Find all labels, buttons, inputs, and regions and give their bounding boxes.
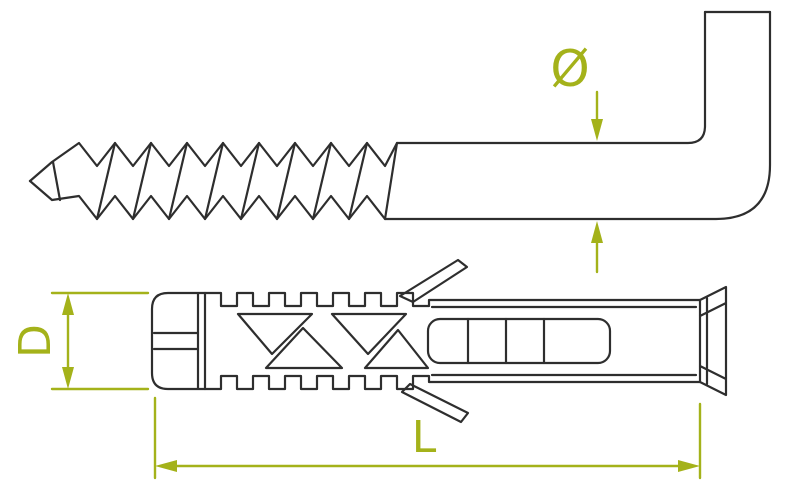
screw-thread-top-outline <box>28 10 707 183</box>
plug-diameter-arrow-up <box>62 293 74 315</box>
plug-ribbed-bottom-edge <box>203 374 702 391</box>
plug-left-collar <box>150 291 207 391</box>
length-label-group: L <box>412 412 437 463</box>
plug-screw-channel <box>426 317 612 365</box>
plug-bottom-fin <box>400 382 470 424</box>
plug-collar-hole-lines <box>152 331 200 351</box>
plug-channel-ribs <box>466 317 546 365</box>
plug-ribbed-top-edge <box>203 291 702 308</box>
plug-diameter-arrow-down <box>62 367 74 389</box>
screw-hook-drawing <box>28 10 772 221</box>
plug-diameter-label-group: D <box>10 324 61 358</box>
length-arrow-right <box>678 460 700 472</box>
wall-plug-drawing <box>150 258 728 424</box>
plug-right-flange <box>698 285 728 397</box>
length-label: L <box>412 412 437 463</box>
plug-diameter-label: D <box>10 324 61 358</box>
length-arrow-left <box>155 460 177 472</box>
diameter-symbol-group: Ø <box>550 40 589 98</box>
diameter-arrow-up <box>591 221 603 243</box>
plug-expansion-cutouts <box>236 312 430 370</box>
plug-sleeve-inner-walls <box>430 305 698 377</box>
length-dimension <box>153 396 702 480</box>
plug-top-fin <box>398 258 469 304</box>
thread-flank-lines <box>51 141 399 221</box>
diameter-arrow-down <box>591 119 603 141</box>
screw-thread-bottom-outline <box>28 10 772 221</box>
diameter-symbol-label: Ø <box>550 40 589 98</box>
